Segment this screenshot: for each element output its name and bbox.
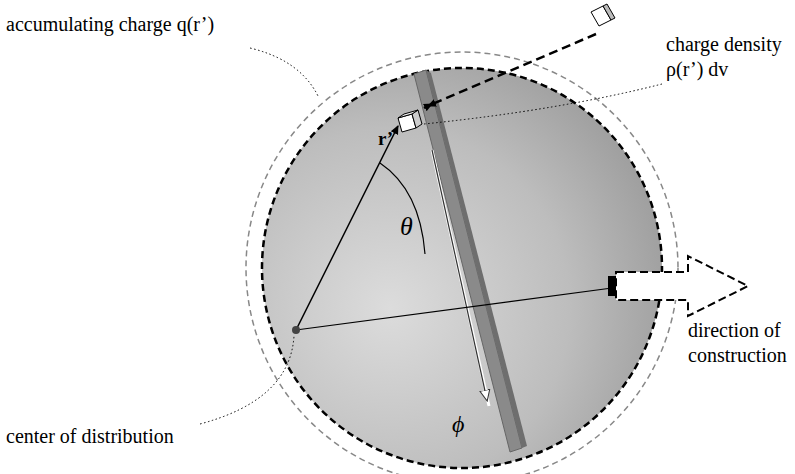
density-label: charge density ρ(r’) dv (666, 32, 792, 82)
center-label: center of distribution (6, 424, 246, 449)
angle-label: ϕ (452, 412, 482, 437)
direction-label: direction of construction (688, 318, 792, 368)
region-label: accumulating charge q(r’) (6, 12, 306, 37)
angle-label: θ (400, 214, 430, 239)
vector-label: r’ (378, 126, 418, 151)
